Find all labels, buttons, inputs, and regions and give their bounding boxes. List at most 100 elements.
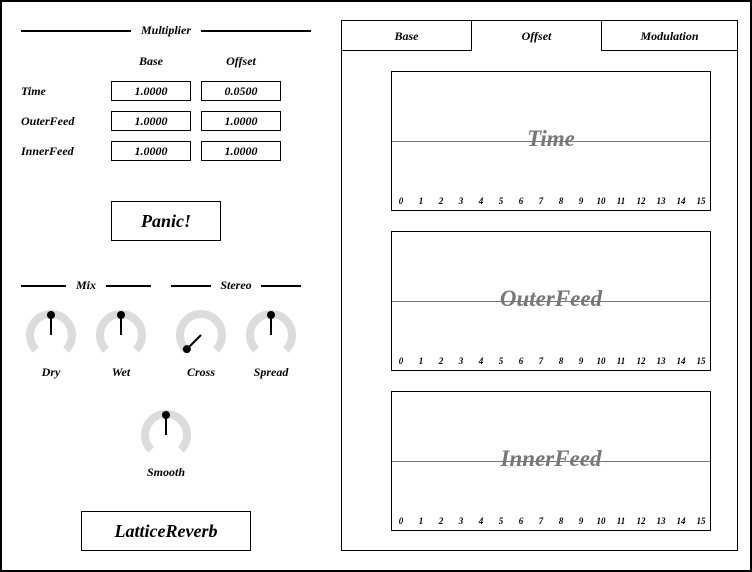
- tick-label: 3: [458, 356, 464, 366]
- spread-label: Spread: [253, 365, 289, 379]
- time-graph-title: Time: [527, 126, 575, 151]
- tick-label: 12: [636, 356, 646, 366]
- knob-pointer-dot: [267, 311, 275, 319]
- tick-label: 5: [498, 356, 504, 366]
- tick-label: 6: [518, 516, 524, 526]
- outerfeed-graph-title: OuterFeed: [499, 286, 603, 311]
- tick-label: 2: [438, 196, 444, 206]
- tick-label: 14: [676, 196, 686, 206]
- tick-label: 9: [578, 516, 584, 526]
- row-label-outerfeed: OuterFeed: [21, 114, 75, 128]
- tick-label: 1: [418, 516, 424, 526]
- plugin-name-button[interactable]: LatticeReverb: [81, 511, 251, 551]
- tick-label: 11: [616, 356, 626, 366]
- tick-label: 14: [676, 516, 686, 526]
- tick-label: 7: [538, 356, 544, 366]
- column-head-base: Base: [139, 54, 163, 68]
- tick-label: 10: [596, 356, 606, 366]
- innerfeed-base-field[interactable]: 1.0000: [111, 141, 191, 161]
- tick-label: 14: [676, 356, 686, 366]
- outerfeed-offset-field[interactable]: 1.0000: [201, 111, 281, 131]
- stereo-line-left: [171, 285, 211, 287]
- innerfeed-graph-title: InnerFeed: [500, 446, 602, 471]
- dry-knob[interactable]: [25, 309, 77, 361]
- tab-offset[interactable]: Offset: [471, 20, 602, 51]
- tick-label: 6: [518, 356, 524, 366]
- tick-label: 0: [398, 516, 404, 526]
- column-head-offset: Offset: [226, 54, 256, 68]
- tick-label: 15: [696, 356, 706, 366]
- tick-label: 10: [596, 516, 606, 526]
- outerfeed-base-field[interactable]: 1.0000: [111, 111, 191, 131]
- smooth-knob[interactable]: [140, 409, 192, 461]
- tick-label: 7: [538, 196, 544, 206]
- tick-label: 2: [438, 356, 444, 366]
- smooth-label: Smooth: [146, 465, 185, 479]
- cross-knob[interactable]: [175, 309, 227, 361]
- tick-label: 0: [398, 356, 404, 366]
- tab-panel: [341, 50, 738, 551]
- dry-label: Dry: [41, 365, 61, 379]
- mix-title: Mix: [75, 278, 96, 292]
- tick-label: 4: [478, 516, 484, 526]
- tick-label: 2: [438, 516, 444, 526]
- tab-modulation[interactable]: Modulation: [601, 20, 738, 51]
- tick-label: 0: [398, 196, 404, 206]
- tick-label: 1: [418, 356, 424, 366]
- tick-label: 13: [656, 516, 666, 526]
- innerfeed-graph-midline: [392, 461, 710, 462]
- tab-base[interactable]: Base: [341, 20, 472, 51]
- knob-pointer-dot: [117, 311, 125, 319]
- knob-pointer-dot: [182, 345, 191, 354]
- tick-label: 5: [498, 516, 504, 526]
- tick-label: 10: [596, 196, 606, 206]
- multiplier-title: Multiplier: [140, 23, 191, 37]
- stereo-line-right: [261, 285, 301, 287]
- time-offset-field[interactable]: 0.0500: [201, 81, 281, 101]
- cross-label: Cross: [186, 365, 215, 379]
- tick-label: 4: [478, 356, 484, 366]
- spread-knob[interactable]: [245, 309, 297, 361]
- tick-label: 12: [636, 516, 646, 526]
- wet-knob[interactable]: [95, 309, 147, 361]
- wet-label: Wet: [111, 365, 131, 379]
- tick-label: 5: [498, 196, 504, 206]
- tick-label: 9: [578, 196, 584, 206]
- tick-label: 6: [518, 196, 524, 206]
- knob-pointer-dot: [47, 311, 55, 319]
- mix-line-right: [106, 285, 151, 287]
- tick-label: 15: [696, 196, 706, 206]
- knob-track: [176, 310, 226, 353]
- tick-label: 3: [458, 516, 464, 526]
- tick-label: 8: [558, 516, 564, 526]
- tick-label: 11: [616, 196, 626, 206]
- multiplier-line-right: [201, 30, 311, 32]
- outerfeed-graph-midline: [392, 301, 710, 302]
- tick-label: 9: [578, 356, 584, 366]
- multiplier-line-left: [21, 30, 131, 32]
- tick-label: 4: [478, 196, 484, 206]
- tick-label: 15: [696, 516, 706, 526]
- tick-label: 13: [656, 356, 666, 366]
- tick-label: 11: [616, 516, 626, 526]
- innerfeed-offset-field[interactable]: 1.0000: [201, 141, 281, 161]
- panic-button[interactable]: Panic!: [111, 201, 221, 241]
- tick-label: 7: [538, 516, 544, 526]
- stereo-title: Stereo: [220, 278, 252, 292]
- tick-label: 12: [636, 196, 646, 206]
- tick-label: 3: [458, 196, 464, 206]
- time-graph-midline: [392, 141, 710, 142]
- time-base-field[interactable]: 1.0000: [111, 81, 191, 101]
- tick-label: 8: [558, 356, 564, 366]
- row-label-time: Time: [21, 84, 46, 98]
- knob-pointer-dot: [162, 411, 170, 419]
- tick-label: 8: [558, 196, 564, 206]
- tick-label: 13: [656, 196, 666, 206]
